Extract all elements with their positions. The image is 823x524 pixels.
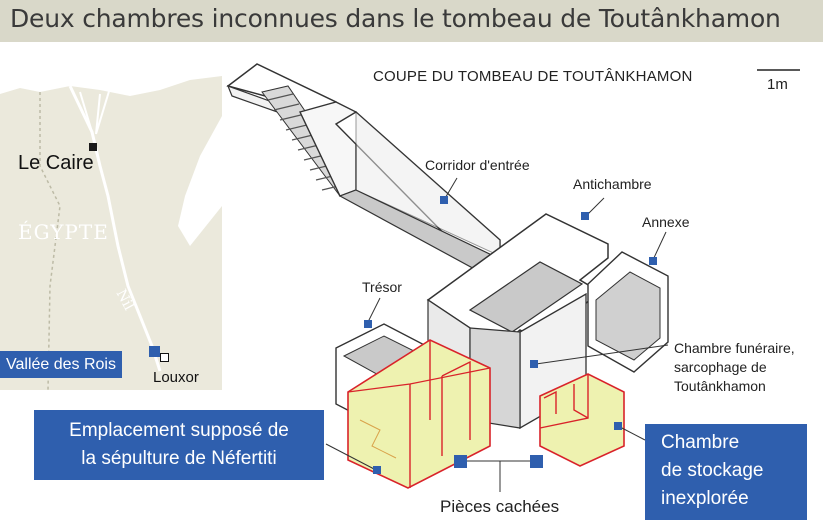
nefertiti-line-2: la sépulture de Néfertiti xyxy=(81,448,277,469)
cairo-label: Le Caire xyxy=(18,152,94,174)
burial-marker xyxy=(530,360,538,368)
hidden-room-right-edges xyxy=(539,374,589,429)
nile-delta xyxy=(79,87,111,135)
mediterranean-sea xyxy=(0,46,222,96)
annex-marker xyxy=(649,257,657,265)
hidden-room-left-top xyxy=(347,367,491,393)
storage-callout: Chambre de stockage inexplorée xyxy=(645,424,807,520)
corridor-marker xyxy=(440,196,448,204)
annex-floor xyxy=(595,271,661,361)
antechamber-floor xyxy=(468,261,584,333)
country-label: ÉGYPTE xyxy=(18,220,109,244)
burial-label-1: Chambre funéraire, xyxy=(674,340,795,356)
hidden-room-marker-right xyxy=(530,455,543,468)
nefertiti-marker xyxy=(373,466,381,474)
storage-line-2: de stockage xyxy=(661,460,764,481)
title-bar: Deux chambres inconnues dans le tombeau … xyxy=(0,0,823,42)
page-title: Deux chambres inconnues dans le tombeau … xyxy=(10,4,781,33)
valley-of-kings-label: Vallée des Rois xyxy=(0,351,122,378)
burial-label-3: Toutânkhamon xyxy=(674,378,766,394)
nefertiti-callout: Emplacement supposé de la sépulture de N… xyxy=(34,410,324,480)
border-line xyxy=(39,92,61,390)
storage-line-3: inexplorée xyxy=(661,488,749,509)
valley-marker xyxy=(149,346,160,357)
antechamber-marker xyxy=(581,212,589,220)
map-terrain xyxy=(0,46,222,390)
burial-label-2: sarcophage de xyxy=(674,359,767,375)
corridor-inner-wall xyxy=(355,110,501,257)
egypt-map: Le Caire ÉGYPTE Nil Louxor xyxy=(0,46,222,390)
red-sea xyxy=(178,116,222,246)
treasury-marker xyxy=(364,320,372,328)
annex-label: Annexe xyxy=(642,214,690,230)
rock-texture xyxy=(359,419,397,459)
luxor-dot xyxy=(160,353,169,362)
hidden-rooms-label: Pièces cachées xyxy=(440,497,560,516)
treasury-label: Trésor xyxy=(362,279,402,295)
nefertiti-line-1: Emplacement supposé de xyxy=(69,420,289,441)
storage-line-1: Chambre xyxy=(661,432,740,453)
antechamber-label: Antichambre xyxy=(573,176,652,192)
section-title: COUPE DU TOMBEAU DE TOUTÂNKHAMON xyxy=(373,68,693,85)
scale-label: 1m xyxy=(767,76,788,93)
hidden-room-marker-left xyxy=(454,455,467,468)
luxor-label: Louxor xyxy=(153,369,199,386)
cairo-dot xyxy=(89,143,97,151)
corridor-label: Corridor d'entrée xyxy=(425,157,530,173)
storage-marker xyxy=(614,422,622,430)
